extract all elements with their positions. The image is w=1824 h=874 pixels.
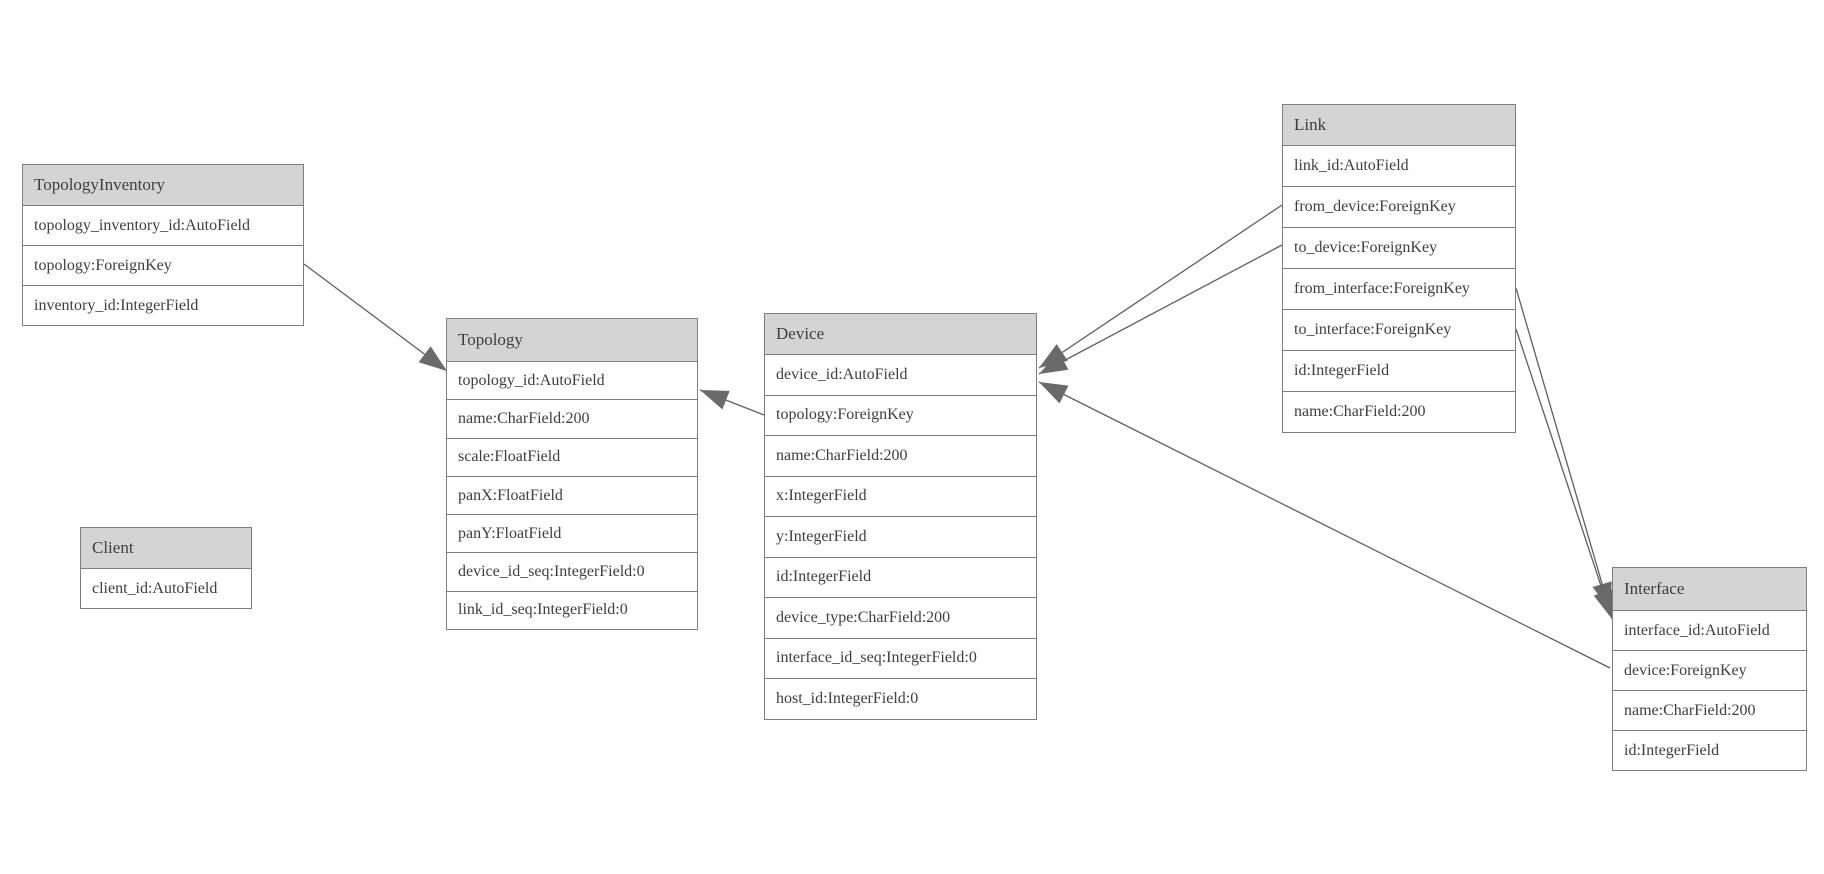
entity-topology-inventory-title: TopologyInventory	[23, 165, 303, 205]
field-row-link-from_device: from_device:ForeignKey	[1283, 186, 1515, 227]
relationship-edge-Link.to_device-to-Device.device_id	[1038, 244, 1283, 375]
field-row-device-host_id: host_id:IntegerField:0	[765, 678, 1036, 719]
relationship-edge-Interface.device-to-Device.device_id	[1038, 381, 1611, 669]
relationship-edge-Link.from_device-to-Device.device_id	[1038, 204, 1283, 369]
field-row-client-client_id: client_id:AutoField	[81, 568, 251, 608]
field-row-device-interface_id_seq: interface_id_seq:IntegerField:0	[765, 637, 1036, 678]
field-row-device-name: name:CharField:200	[765, 435, 1036, 476]
field-row-link-id: id:IntegerField	[1283, 350, 1515, 391]
field-row-topology-panY: panY:FloatField	[447, 514, 697, 553]
field-row-topology-topology_id: topology_id:AutoField	[447, 361, 697, 400]
field-row-device-topology: topology:ForeignKey	[765, 394, 1036, 435]
field-row-interface-device: device:ForeignKey	[1613, 650, 1806, 690]
field-row-topology-inventory-topology: topology:ForeignKey	[23, 245, 303, 285]
field-row-interface-id: id:IntegerField	[1613, 730, 1806, 770]
field-row-topology-inventory-inventory_id: inventory_id:IntegerField	[23, 285, 303, 325]
relationship-edge-Device.topology-to-Topology.topology_id	[699, 389, 765, 416]
field-row-topology-inventory-topology_inventory_id: topology_inventory_id:AutoField	[23, 205, 303, 245]
field-row-device-x: x:IntegerField	[765, 475, 1036, 516]
entity-device-title: Device	[765, 314, 1036, 354]
entity-interface-title: Interface	[1613, 568, 1806, 610]
entity-topology-title: Topology	[447, 319, 697, 361]
field-row-device-device_id: device_id:AutoField	[765, 354, 1036, 395]
field-row-topology-device_id_seq: device_id_seq:IntegerField:0	[447, 552, 697, 591]
field-row-topology-panX: panX:FloatField	[447, 475, 697, 515]
field-row-link-from_interface: from_interface:ForeignKey	[1283, 268, 1515, 309]
field-row-link-to_interface: to_interface:ForeignKey	[1283, 309, 1515, 350]
field-row-link-to_device: to_device:ForeignKey	[1283, 227, 1515, 268]
field-row-link-link_id: link_id:AutoField	[1283, 145, 1515, 186]
field-row-topology-scale: scale:FloatField	[447, 437, 697, 476]
relationship-edge-Link.to_interface-to-Interface.interface_id	[1515, 328, 1613, 620]
field-row-device-device_type: device_type:CharField:200	[765, 597, 1036, 638]
field-row-device-id: id:IntegerField	[765, 556, 1036, 597]
field-row-interface-name: name:CharField:200	[1613, 690, 1806, 730]
entity-link-title: Link	[1283, 105, 1515, 145]
field-row-interface-interface_id: interface_id:AutoField	[1613, 610, 1806, 650]
field-row-topology-link_id_seq: link_id_seq:IntegerField:0	[447, 590, 697, 630]
field-row-device-y: y:IntegerField	[765, 516, 1036, 557]
relationship-edge-TopologyInventory.topology-to-Topology.topology_id	[303, 263, 448, 372]
entity-client-title: Client	[81, 528, 251, 568]
field-row-topology-name: name:CharField:200	[447, 399, 697, 438]
relationship-edge-Link.from_interface-to-Interface.interface_id	[1515, 287, 1612, 612]
field-row-link-name: name:CharField:200	[1283, 391, 1515, 432]
